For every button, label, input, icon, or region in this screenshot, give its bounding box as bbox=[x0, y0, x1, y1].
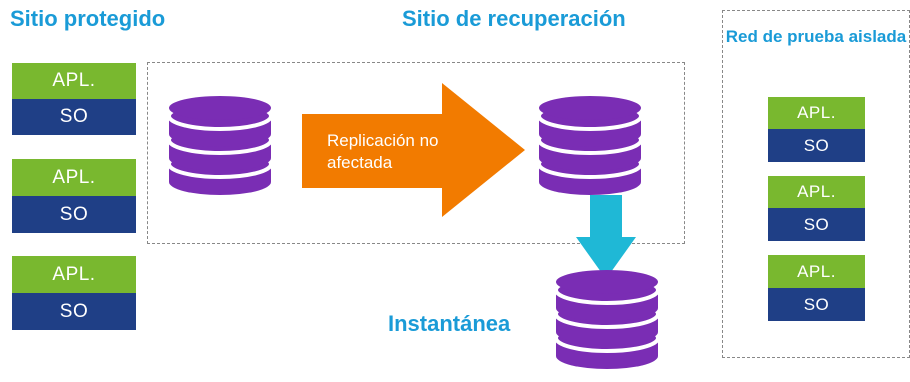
isolated-vm-1: APL. SO bbox=[768, 97, 865, 162]
recovery-site-title: Sitio de recuperación bbox=[402, 6, 626, 31]
replication-arrow bbox=[302, 83, 525, 217]
isolated-network-title: Red de prueba aislada bbox=[725, 27, 907, 46]
protected-vm-3: APL. SO bbox=[12, 256, 136, 330]
source-database-icon bbox=[167, 94, 273, 197]
os-block: SO bbox=[12, 293, 136, 330]
recovery-database-icon bbox=[537, 94, 643, 197]
snapshot-database-icon bbox=[554, 268, 660, 371]
app-block: APL. bbox=[12, 159, 136, 196]
isolated-vm-3: APL. SO bbox=[768, 255, 865, 321]
snapshot-down-arrow bbox=[576, 195, 636, 279]
app-block: APL. bbox=[768, 255, 865, 288]
app-block: APL. bbox=[768, 97, 865, 129]
app-block: APL. bbox=[12, 256, 136, 293]
replication-label: Replicación no afectada bbox=[327, 131, 439, 172]
protected-vm-1: APL. SO bbox=[12, 63, 136, 135]
os-block: SO bbox=[768, 129, 865, 162]
isolated-vm-2: APL. SO bbox=[768, 176, 865, 241]
app-block: APL. bbox=[768, 176, 865, 208]
protected-site-title: Sitio protegido bbox=[10, 6, 166, 31]
snapshot-title: Instantánea bbox=[388, 311, 511, 336]
replication-zone-box bbox=[147, 62, 685, 244]
os-block: SO bbox=[12, 99, 136, 135]
os-block: SO bbox=[12, 196, 136, 233]
protected-vm-2: APL. SO bbox=[12, 159, 136, 233]
os-block: SO bbox=[768, 208, 865, 241]
app-block: APL. bbox=[12, 63, 136, 99]
os-block: SO bbox=[768, 288, 865, 321]
